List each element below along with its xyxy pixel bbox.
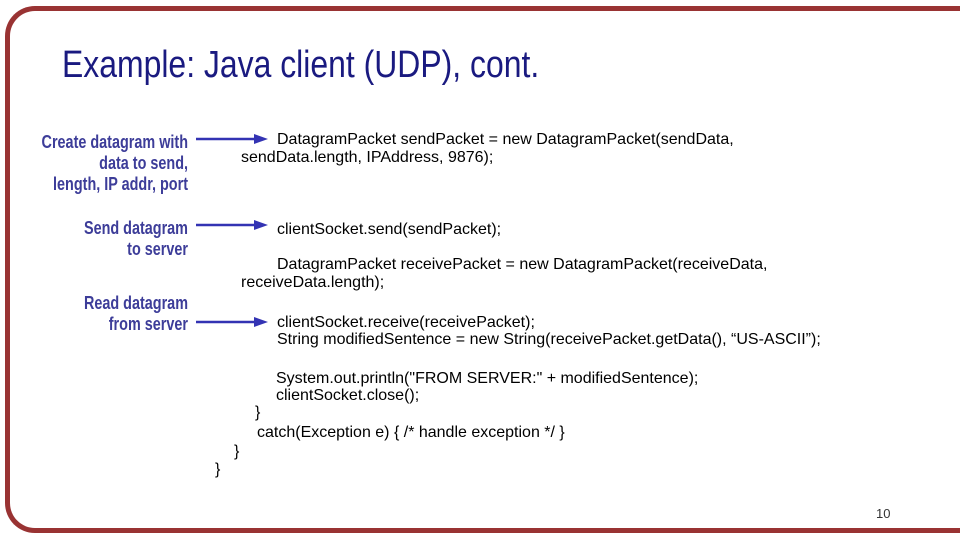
code-line-datagrampacket-receive: DatagramPacket receivePacket = new Datag…: [277, 256, 768, 273]
annotation-line: Send datagram: [83, 218, 188, 238]
code-line-socket-send: clientSocket.send(sendPacket);: [277, 221, 502, 238]
code-line-closing-brace-3: }: [215, 461, 221, 478]
annotation-send-datagram: Send datagram to server: [38, 218, 188, 260]
slide-title: Example: Java client (UDP), cont.: [62, 44, 540, 86]
annotation-line: Create datagram with: [41, 132, 189, 152]
annotation-line: data to send,: [99, 153, 188, 173]
annotation-line: to server: [127, 239, 188, 259]
code-line-closing-brace-2: }: [234, 443, 240, 460]
annotation-line: from server: [108, 314, 188, 334]
code-line-senddata-length: sendData.length, IPAddress, 9876);: [241, 149, 494, 166]
code-line-receivedata-length: receiveData.length);: [241, 274, 385, 291]
right-arrow-icon: [196, 317, 268, 327]
code-line-println: System.out.println("FROM SERVER:" + modi…: [276, 370, 699, 387]
annotation-create-datagram: Create datagram with data to send, lengt…: [38, 132, 188, 195]
code-line-datagrampacket-send: DatagramPacket sendPacket = new Datagram…: [277, 131, 734, 148]
code-line-closing-brace-1: }: [255, 404, 261, 421]
code-line-socket-receive: clientSocket.receive(receivePacket);: [277, 314, 535, 331]
right-arrow-icon: [196, 220, 268, 230]
annotation-line: Read datagram: [83, 293, 188, 313]
code-line-catch: catch(Exception e) { /* handle exception…: [257, 424, 565, 441]
annotation-read-datagram: Read datagram from server: [38, 293, 188, 335]
annotation-line: length, IP addr, port: [53, 174, 189, 194]
page-number: 10: [876, 506, 891, 521]
code-line-socket-close: clientSocket.close();: [276, 387, 420, 404]
right-arrow-icon: [196, 134, 268, 144]
code-line-modified-sentence: String modifiedSentence = new String(rec…: [277, 331, 821, 348]
